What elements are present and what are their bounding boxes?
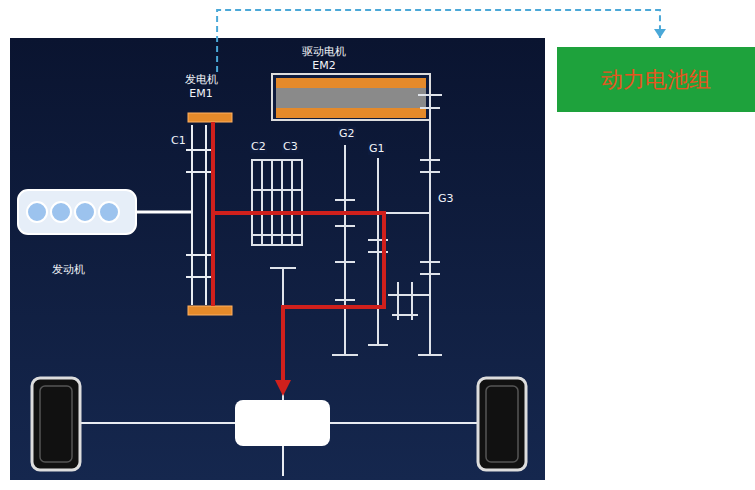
part-label: C2 <box>250 140 267 153</box>
engine-symbol <box>18 190 192 234</box>
power-flow-path <box>213 122 384 396</box>
axle-and-wheels <box>32 378 526 476</box>
node-text: 发动机 <box>52 263 85 277</box>
node-text: 发电机 EM1 <box>180 73 222 101</box>
generator-rotor <box>188 113 232 122</box>
part-label: G1 <box>368 142 386 155</box>
engine-label: 发动机 <box>50 262 87 278</box>
dark-panel <box>10 38 545 480</box>
clutch-c1 <box>186 125 212 305</box>
motor-label: 驱动电机 EM2 <box>298 44 350 74</box>
part-label: G3 <box>437 192 455 205</box>
part-label: C3 <box>282 140 299 153</box>
generator-label: 发电机 EM1 <box>178 72 224 102</box>
part-label: C1 <box>170 134 187 147</box>
battery-box: 动力电池组 <box>557 47 755 112</box>
drive-motor <box>272 74 430 120</box>
part-label: G2 <box>338 127 356 140</box>
gear-train <box>252 95 442 400</box>
generator-rotor <box>188 306 232 315</box>
node-text: 动力电池组 <box>601 66 711 94</box>
node-text: 驱动电机 EM2 <box>300 45 348 73</box>
